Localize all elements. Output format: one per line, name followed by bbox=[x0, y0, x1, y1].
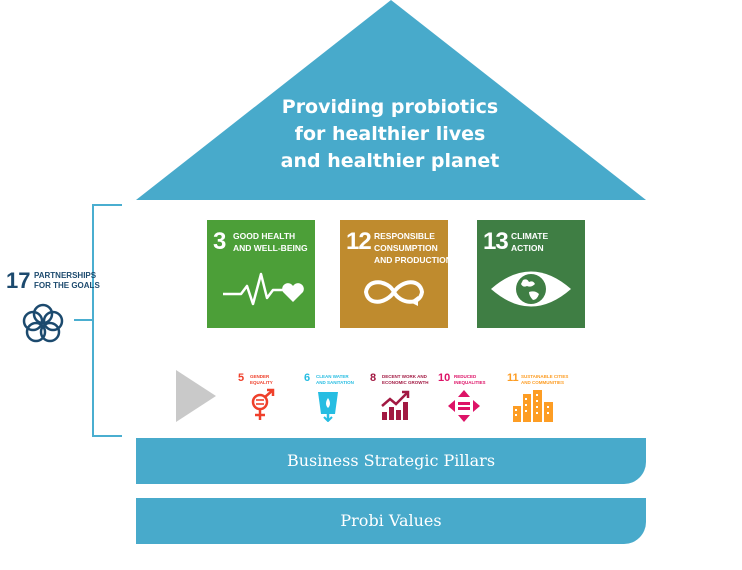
sdg-6-title-line-2: AND SANITATION bbox=[316, 379, 354, 385]
sdg-10-title-line-2: INEQUALITIES bbox=[454, 379, 486, 385]
sdg-5-number: 5 bbox=[238, 372, 245, 384]
sdg-6-item: 6 CLEAN WATER AND SANITATION bbox=[304, 372, 354, 422]
flower-rings-icon bbox=[22, 303, 64, 343]
sdg-6-title-line-1: CLEAN WATER bbox=[316, 374, 349, 379]
roof-heading-line-2: for healthier lives bbox=[294, 123, 486, 145]
sdg-12-title-line-2: CONSUMPTION bbox=[374, 243, 438, 253]
bracket-bottom-tick bbox=[92, 435, 122, 437]
sdg-10-item: 10 REDUCED INEQUALITIES bbox=[438, 372, 486, 422]
play-triangle-icon bbox=[176, 370, 216, 422]
sdg-5-title: GENDER EQUALITY bbox=[250, 374, 273, 385]
sdg-11-number: 11 bbox=[507, 372, 519, 384]
sdg-17-title: PARTNERSHIPS FOR THE GOALS bbox=[34, 271, 100, 291]
probi-values-band: Probi Values bbox=[136, 498, 646, 544]
sdg-12-number: 12 bbox=[346, 228, 372, 255]
sdg-12-tile: 12 RESPONSIBLE CONSUMPTION AND PRODUCTIO… bbox=[340, 220, 452, 328]
sdg-3-title-line-2: AND WELL-BEING bbox=[233, 243, 308, 253]
sdg-17-title-line-1: PARTNERSHIPS bbox=[34, 271, 97, 280]
sdg-8-item: 8 DECENT WORK AND ECONOMIC GROWTH bbox=[370, 372, 429, 420]
sdg-13-title-line-1: CLIMATE bbox=[511, 231, 549, 241]
sdg-10-number: 10 bbox=[438, 372, 451, 384]
sdg-5-title-line-2: EQUALITY bbox=[250, 379, 273, 385]
sdg-10-title: REDUCED INEQUALITIES bbox=[454, 374, 486, 385]
business-strategic-pillars-band: Business Strategic Pillars bbox=[136, 438, 646, 484]
sdg-3-number: 3 bbox=[213, 228, 226, 255]
sdg-13-title: CLIMATE ACTION bbox=[511, 230, 548, 254]
sdg-6-number: 6 bbox=[304, 372, 311, 384]
bracket-top-tick bbox=[92, 204, 122, 206]
sdg-5-title-line-1: GENDER bbox=[250, 374, 270, 379]
roof-heading-line-3: and healthier planet bbox=[280, 150, 500, 172]
sdg-17-title-line-2: FOR THE GOALS bbox=[34, 281, 100, 290]
arrows-equality-icon bbox=[448, 390, 480, 422]
sdg-12-title-line-3: AND PRODUCTION bbox=[374, 255, 452, 265]
sdg-3-tile: 3 GOOD HEALTH AND WELL-BEING bbox=[207, 220, 315, 328]
sdg-10-title-line-1: REDUCED bbox=[454, 374, 477, 379]
sdg-12-title-line-1: RESPONSIBLE bbox=[374, 231, 435, 241]
sdg-12-title: RESPONSIBLE CONSUMPTION AND PRODUCTION bbox=[374, 230, 452, 266]
sdg-8-title: DECENT WORK AND ECONOMIC GROWTH bbox=[382, 374, 429, 385]
sdg-5-item: 5 GENDER EQUALITY bbox=[238, 372, 275, 420]
sdg-13-tile: 13 CLIMATE ACTION bbox=[477, 220, 585, 328]
sdg-17-label: 17 PARTNERSHIPS FOR THE GOALS bbox=[6, 268, 100, 294]
sdg-11-title-line-2: AND COMMUNITIES bbox=[521, 379, 564, 385]
sdg-11-item: 11 SUSTAINABLE CITIES AND COMMUNITIES bbox=[507, 372, 568, 422]
gender-icon bbox=[251, 388, 275, 420]
sdg-11-title: SUSTAINABLE CITIES AND COMMUNITIES bbox=[521, 374, 568, 385]
sdg-11-title-line-1: SUSTAINABLE CITIES bbox=[521, 374, 569, 379]
sdg-8-title-line-1: DECENT WORK AND bbox=[382, 374, 427, 379]
sdg-13-title-line-2: ACTION bbox=[511, 243, 544, 253]
sdg-3-title-line-1: GOOD HEALTH bbox=[233, 231, 296, 241]
roof-heading-line-1: Providing probiotics bbox=[281, 96, 499, 118]
sdg-17-number: 17 bbox=[6, 268, 31, 293]
house-roof bbox=[136, 0, 646, 200]
eye-globe-icon bbox=[491, 271, 571, 307]
roof-heading: Providing probiotics for healthier lives… bbox=[230, 94, 550, 175]
sdg-8-title-line-2: ECONOMIC GROWTH bbox=[382, 379, 429, 385]
bracket-line bbox=[92, 204, 94, 437]
sdg-3-title: GOOD HEALTH AND WELL-BEING bbox=[233, 230, 308, 254]
sdg-13-number: 13 bbox=[483, 228, 509, 255]
water-glass-icon bbox=[318, 392, 338, 422]
sdg-8-number: 8 bbox=[370, 372, 377, 384]
infinity-icon bbox=[363, 280, 425, 306]
bracket-connector bbox=[74, 319, 93, 321]
heartbeat-icon bbox=[223, 272, 304, 306]
city-buildings-icon bbox=[513, 390, 553, 422]
sdg-6-title: CLEAN WATER AND SANITATION bbox=[316, 374, 354, 385]
growth-chart-icon bbox=[381, 390, 410, 420]
